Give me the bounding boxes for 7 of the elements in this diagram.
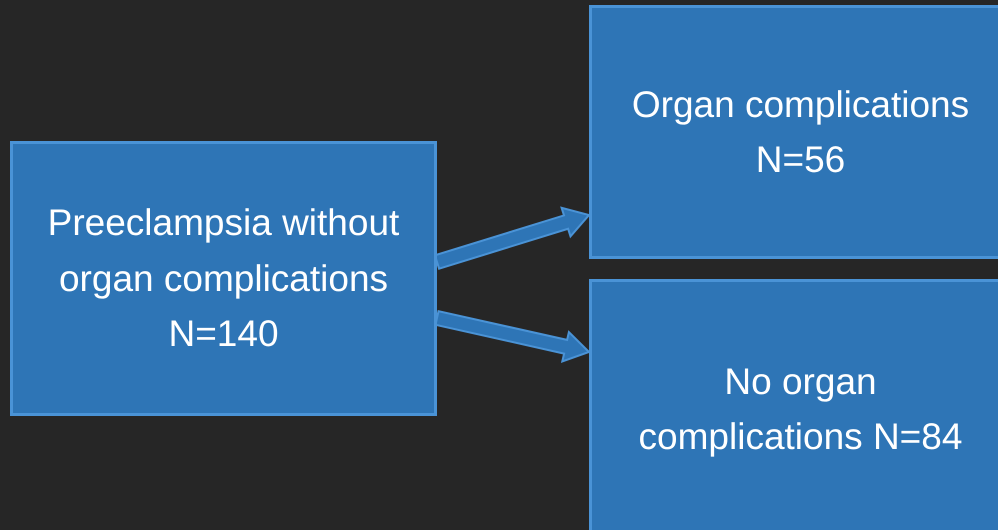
block-arrow <box>434 310 591 363</box>
box-text: Preeclampsia without organ complications N=140 <box>46 201 400 356</box>
box-text: No organ complications N=84 <box>638 360 964 459</box>
process-box <box>589 5 998 259</box>
process-box <box>589 279 998 530</box>
process-box <box>10 141 437 416</box>
box-text: Organ complications N=56 <box>630 82 970 182</box>
